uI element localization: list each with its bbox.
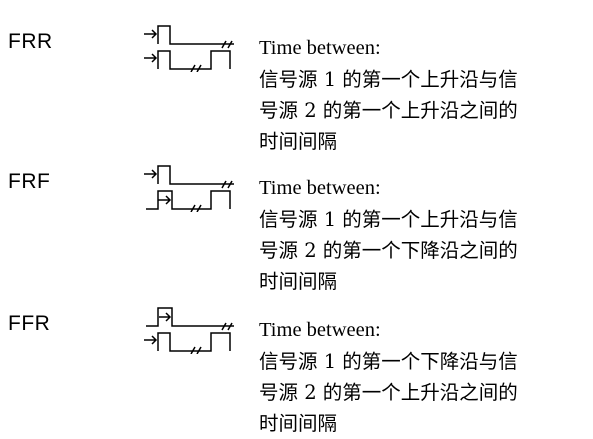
description-text: 信号源 1 的第一个上升沿与信 号源 2 的第一个下降沿之间的 时间间隔: [259, 208, 518, 293]
source2-rising-edge-waveform: [144, 332, 231, 354]
frr-timing-diagram-icon: [142, 22, 242, 72]
description-title: Time between:: [259, 37, 381, 59]
measurement-definitions: FRR Time between: 信号源 1 的第一个上升沿与信 号源 2 的第…: [8, 2, 589, 435]
measurement-description: Time between: 信号源 1 的第一个上升沿与信 号源 2 的第一个上升…: [259, 2, 589, 157]
measurement-code: FFR: [8, 312, 51, 335]
measurement-code: FRF: [8, 170, 51, 193]
ffr-timing-diagram-icon: [142, 304, 242, 354]
source1-rising-edge-waveform: [144, 165, 234, 189]
frf-timing-diagram-icon: [142, 162, 242, 212]
measurement-description: Time between: 信号源 1 的第一个上升沿与信 号源 2 的第一个下降…: [259, 142, 589, 297]
source1-rising-edge-waveform: [144, 25, 234, 49]
description-title: Time between:: [259, 319, 381, 341]
description-title: Time between:: [259, 177, 381, 199]
description-text: 信号源 1 的第一个下降沿与信 号源 2 的第一个上升沿之间的 时间间隔: [259, 350, 518, 435]
description-text: 信号源 1 的第一个上升沿与信 号源 2 的第一个上升沿之间的 时间间隔: [259, 68, 518, 153]
measurement-description: Time between: 信号源 1 的第一个下降沿与信 号源 2 的第一个上升…: [259, 284, 589, 439]
source2-rising-edge-waveform: [144, 50, 231, 72]
source1-falling-edge-waveform: [146, 307, 234, 331]
measurement-code: FRR: [8, 30, 53, 53]
source2-falling-edge-waveform: [146, 190, 231, 212]
